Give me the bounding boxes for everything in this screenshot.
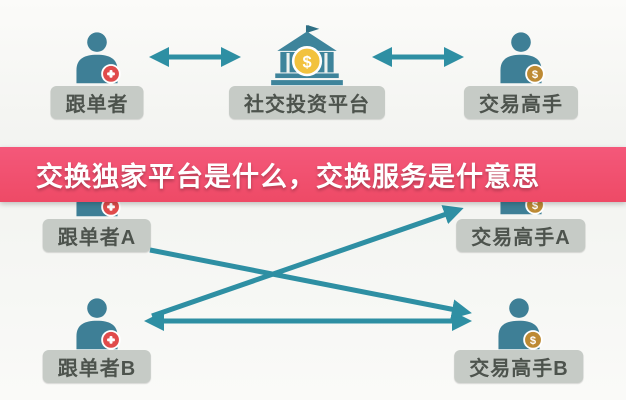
label-expert-b: 交易高手B (454, 350, 584, 383)
follower-b-icon-group (69, 295, 125, 353)
label-follower-a: 跟单者A (42, 219, 152, 252)
expert-icon-group: $ (493, 29, 549, 87)
follower-icon-group (69, 29, 125, 87)
svg-text:$: $ (302, 53, 311, 71)
bank-dollar-icon: $ (271, 25, 343, 86)
person-with-medal-badge-icon: $ (500, 32, 545, 84)
label-expert: 交易高手 (464, 86, 578, 119)
label-follower-b: 跟单者B (42, 350, 152, 383)
person-with-medal-badge-icon: $ (498, 298, 543, 350)
arrow-followerA-expertB (149, 247, 472, 320)
person-with-plus-badge-icon (76, 298, 121, 350)
arrow-followerB-expertA (151, 205, 464, 319)
label-expert-a: 交易高手A (456, 219, 586, 252)
label-follower: 跟单者 (50, 86, 144, 119)
svg-text:$: $ (532, 200, 539, 212)
label-platform: 社交投资平台 (229, 86, 385, 119)
svg-text:$: $ (532, 69, 539, 81)
svg-text:$: $ (530, 335, 537, 347)
platform-icon-group: $ (265, 24, 349, 86)
person-with-plus-badge-icon (76, 32, 121, 84)
banner-title-text: 交换独家平台是什么，交换服务是什意思 (36, 162, 540, 192)
expert-b-icon-group: $ (491, 295, 547, 353)
title-banner: 交换独家平台是什么，交换服务是什意思 (0, 147, 626, 202)
